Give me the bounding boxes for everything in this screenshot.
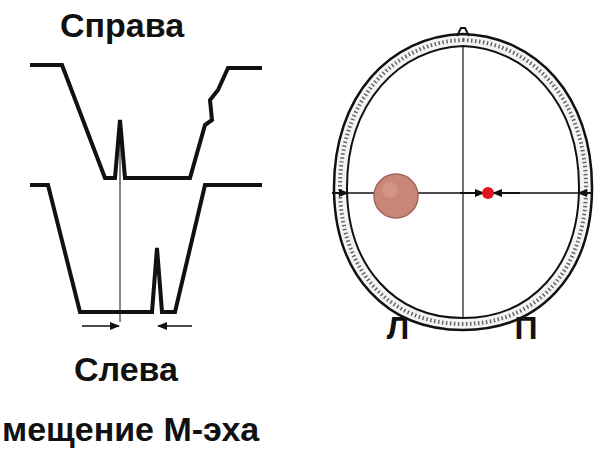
skull-outer — [334, 34, 592, 330]
beam-line — [332, 192, 590, 194]
skull-bone — [340, 40, 586, 324]
m-echo-dot — [482, 187, 494, 199]
skull-peak — [457, 28, 469, 36]
beam-arrow — [578, 192, 592, 194]
echo-trace — [30, 185, 262, 312]
tumor-texture — [382, 182, 398, 198]
text-label: П — [515, 312, 538, 344]
skull-inner — [347, 46, 579, 318]
beam-arrow — [460, 192, 484, 194]
text-label: Л — [387, 312, 409, 344]
text-label: мещение М-эха — [2, 412, 259, 446]
reference-line — [120, 125, 121, 322]
midline — [462, 46, 463, 318]
shift-arrow — [82, 325, 119, 327]
shift-arrow — [158, 325, 192, 327]
text-label: Слева — [74, 352, 178, 386]
tumor — [374, 174, 418, 218]
beam-arrow — [332, 192, 348, 194]
echo-trace — [30, 65, 262, 178]
beam-arrow — [493, 192, 520, 194]
text-label: Справа — [60, 8, 184, 42]
